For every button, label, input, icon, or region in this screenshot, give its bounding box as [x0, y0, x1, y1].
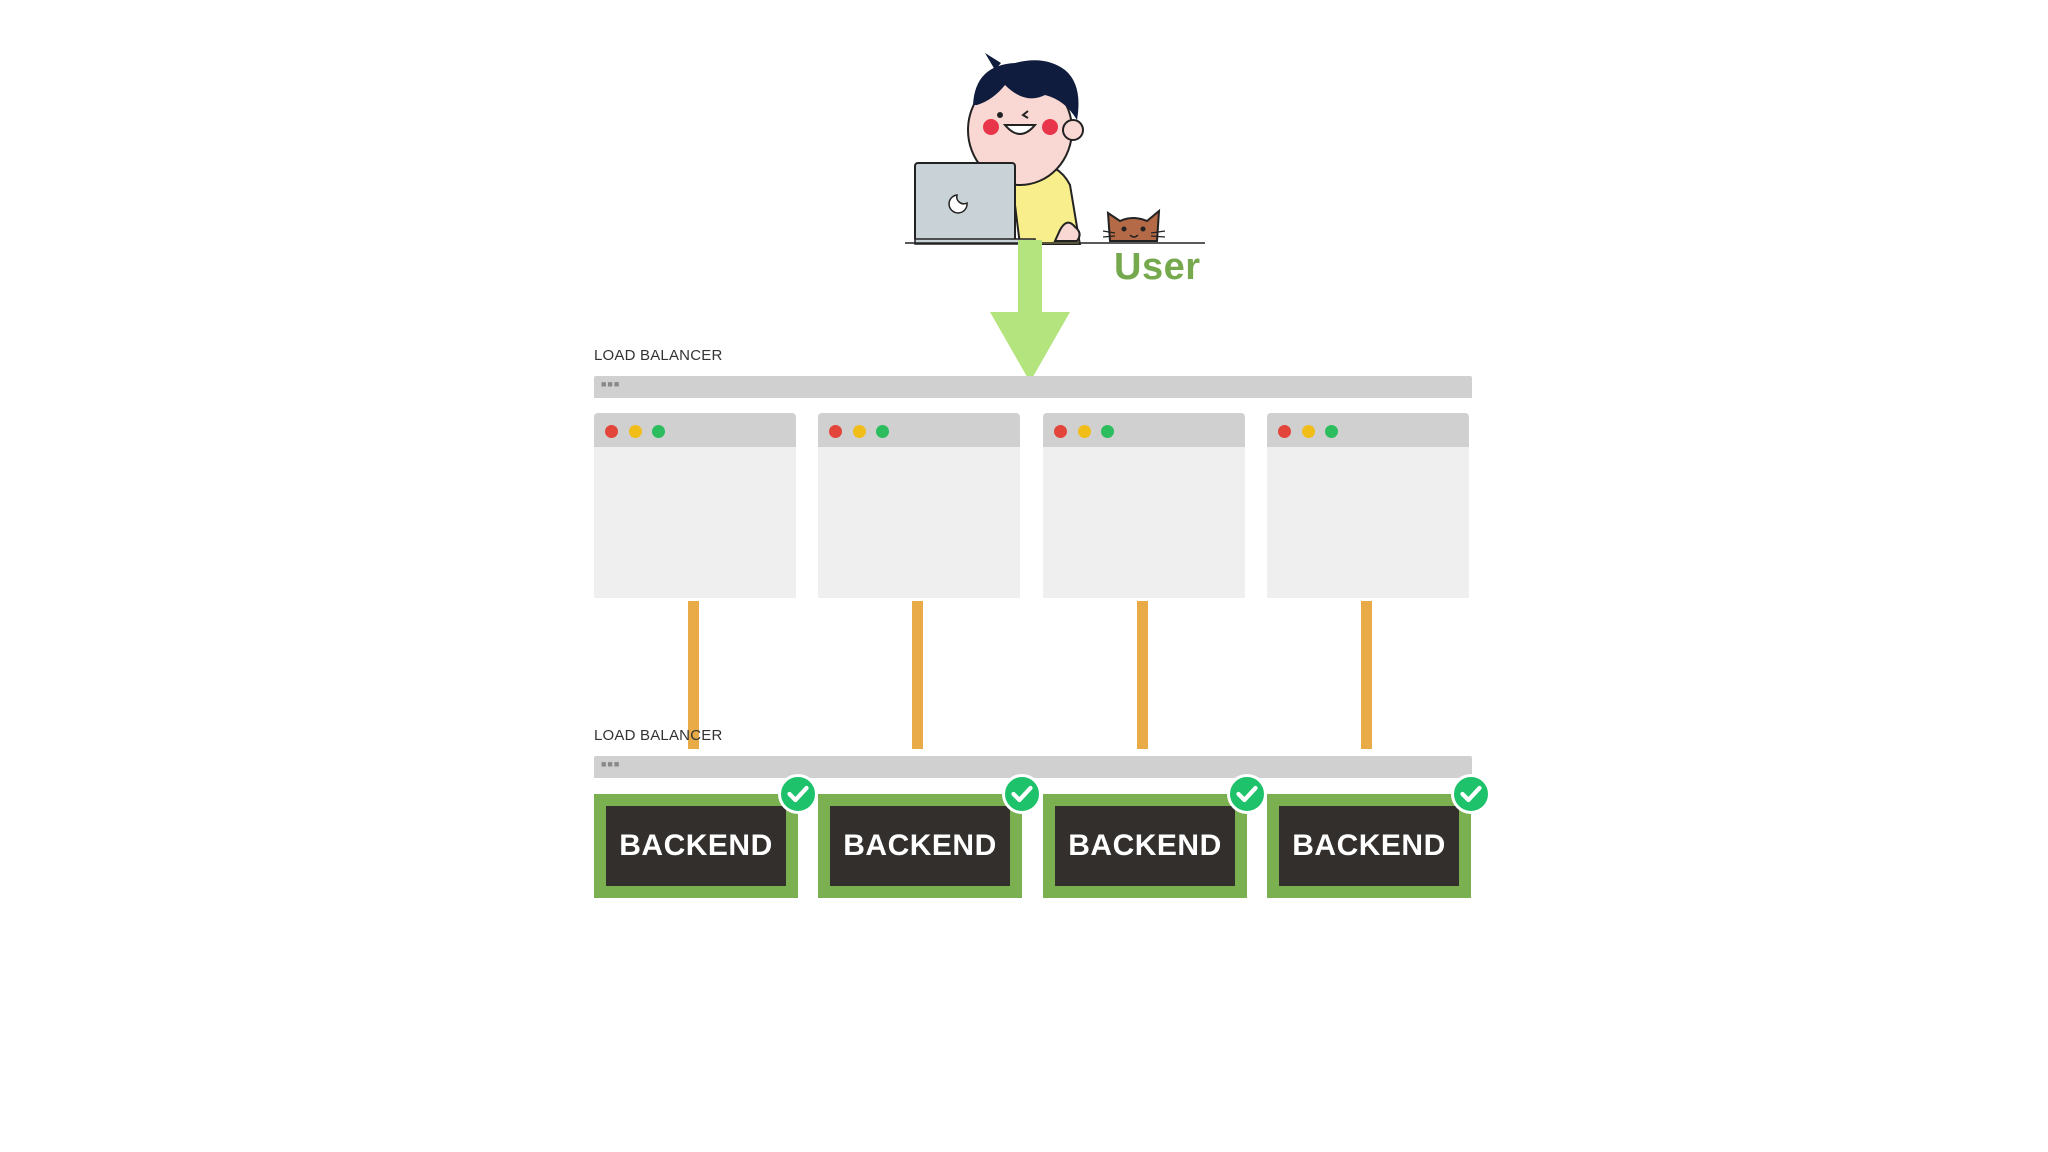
cat-icon	[1102, 208, 1166, 242]
lb-dots-icon: ■■■	[601, 759, 621, 769]
close-dot-icon	[829, 425, 842, 438]
user-ear	[1062, 119, 1084, 141]
user-label: User	[1114, 246, 1201, 288]
close-dot-icon	[605, 425, 618, 438]
maximize-dot-icon	[652, 425, 665, 438]
user-hand	[1053, 221, 1081, 242]
load-balancer-label-bottom: LOAD BALANCER	[594, 727, 723, 744]
window-titlebar	[594, 413, 796, 447]
backend-box-1: BACKEND	[594, 774, 818, 898]
backend-label: BACKEND	[830, 806, 1010, 886]
backend-label: BACKEND	[1055, 806, 1235, 886]
backend-label: BACKEND	[1279, 806, 1459, 886]
user-illustration	[905, 53, 1205, 245]
lb-dots-icon: ■■■	[601, 379, 621, 389]
user-mouth	[1002, 124, 1038, 135]
load-balancer-bar-bottom: ■■■	[594, 756, 1472, 778]
maximize-dot-icon	[1101, 425, 1114, 438]
request-arrow-shaft	[1018, 240, 1042, 316]
laptop-logo	[948, 194, 968, 214]
check-icon	[1451, 774, 1491, 814]
maximize-dot-icon	[876, 425, 889, 438]
window-titlebar	[1043, 413, 1245, 447]
minimize-dot-icon	[1302, 425, 1315, 438]
frontend-window-3	[1043, 413, 1245, 598]
load-balancer-label-top: LOAD BALANCER	[594, 347, 723, 364]
load-balancer-bar-top: ■■■	[594, 376, 1472, 398]
window-titlebar	[1267, 413, 1469, 447]
user-cheek-left	[983, 119, 999, 135]
connector-4	[1361, 601, 1372, 749]
connector-3	[1137, 601, 1148, 749]
window-titlebar	[818, 413, 1020, 447]
user-eye-left	[997, 112, 1003, 118]
request-arrow-head	[990, 312, 1070, 382]
check-icon	[778, 774, 818, 814]
backend-box-4: BACKEND	[1267, 774, 1491, 898]
user-eye-right	[1021, 110, 1029, 119]
frontend-window-4	[1267, 413, 1469, 598]
minimize-dot-icon	[629, 425, 642, 438]
check-icon	[1227, 774, 1267, 814]
close-dot-icon	[1278, 425, 1291, 438]
frontend-window-1	[594, 413, 796, 598]
backend-label: BACKEND	[606, 806, 786, 886]
minimize-dot-icon	[853, 425, 866, 438]
backend-box-2: BACKEND	[818, 774, 1042, 898]
backend-box-3: BACKEND	[1043, 774, 1267, 898]
frontend-window-2	[818, 413, 1020, 598]
close-dot-icon	[1054, 425, 1067, 438]
maximize-dot-icon	[1325, 425, 1338, 438]
connector-2	[912, 601, 923, 749]
user-hair	[973, 60, 1079, 120]
laptop-screen	[914, 162, 1016, 242]
minimize-dot-icon	[1078, 425, 1091, 438]
check-icon	[1002, 774, 1042, 814]
user-cheek-right	[1042, 119, 1058, 135]
connector-1	[688, 601, 699, 749]
